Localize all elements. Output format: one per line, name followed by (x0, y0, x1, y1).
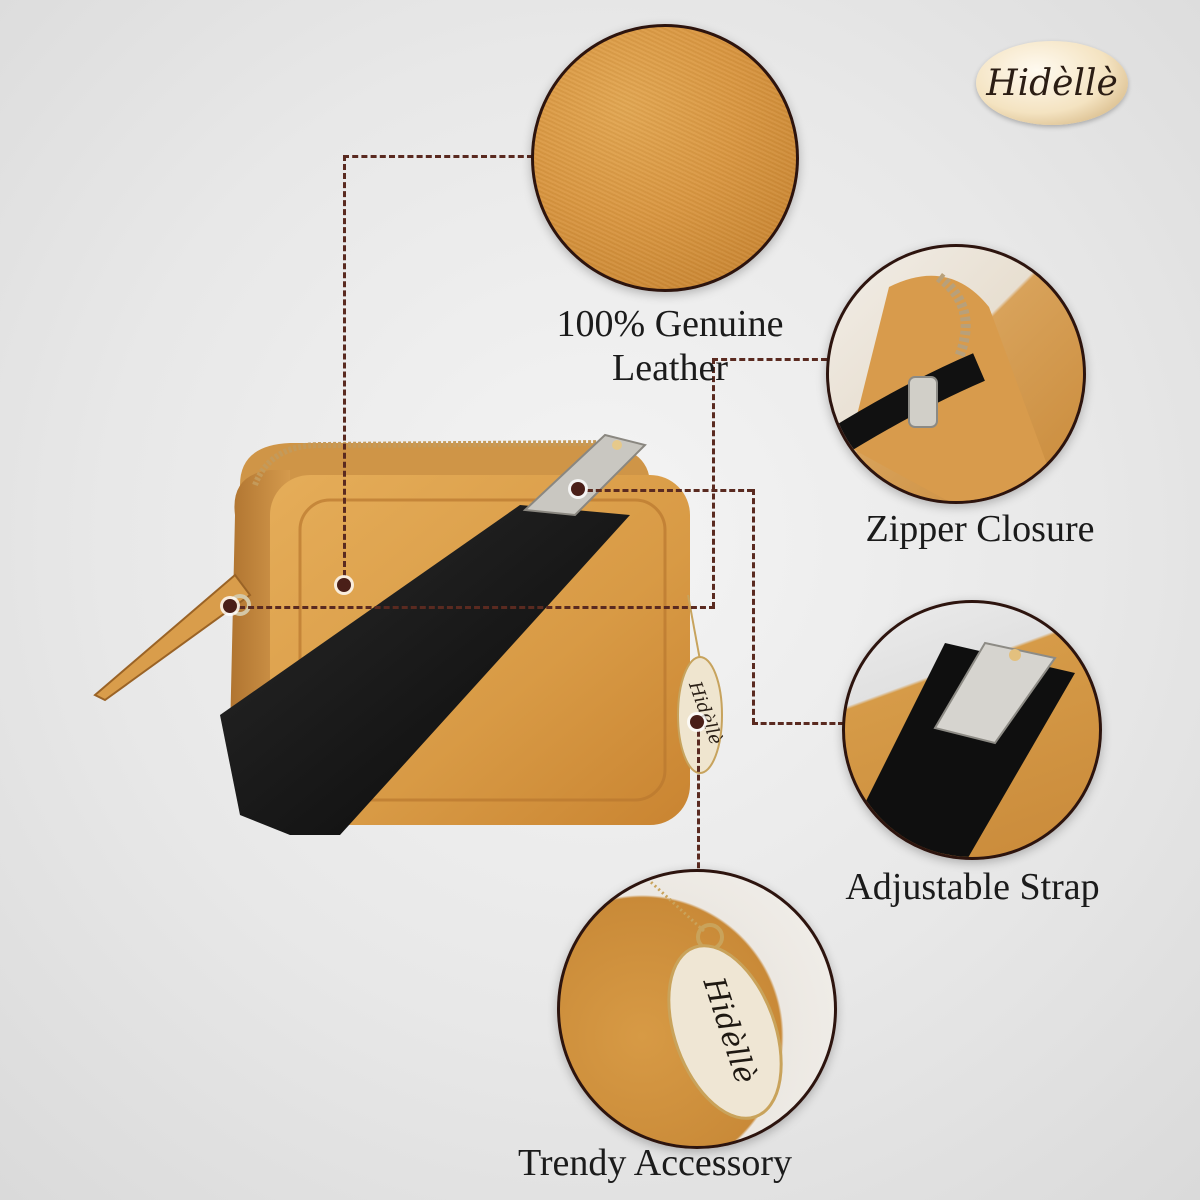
leather-caption-line2: Leather (611, 346, 729, 389)
strap-icon (865, 641, 1075, 857)
leather-closeup-circle (531, 24, 799, 292)
strap-guide-line-horizontal (752, 722, 844, 725)
strap-guide-line (578, 489, 753, 492)
zipper-icon (829, 273, 1059, 501)
brand-logo-text: Hidèllè (986, 62, 1118, 104)
leather-guide-line (343, 155, 533, 158)
accessory-guide-line (697, 722, 700, 877)
strap-guide-line-vertical (752, 489, 755, 724)
strap-caption: Adjustable Strap (845, 866, 1100, 908)
leather-caption: 100% Genuine Leather (520, 303, 820, 390)
strap-closeup-circle (842, 600, 1102, 860)
leather-guide-line-vertical (343, 155, 346, 585)
leather-texture-icon (534, 27, 796, 289)
zipper-guide-line (712, 358, 827, 361)
handbag-image: Hidèllè (93, 433, 726, 835)
zipper-point-dot (223, 599, 237, 613)
zipper-guide-line-vertical (712, 358, 715, 608)
accessory-closeup-circle: Hidèllè (557, 869, 837, 1149)
brand-logo: Hidèllè (976, 41, 1128, 125)
zipper-guide-line-horizontal (230, 606, 715, 609)
zipper-closeup-circle (826, 244, 1086, 504)
leather-caption-line1: 100% Genuine (556, 303, 784, 345)
charm-icon: Hidèllè (638, 872, 783, 1120)
strap-point-dot (571, 482, 585, 496)
leather-point-dot (337, 578, 351, 592)
accessory-point-dot (690, 715, 704, 729)
zipper-caption: Zipper Closure (865, 508, 1095, 550)
accessory-caption: Trendy Accessory (517, 1142, 793, 1184)
